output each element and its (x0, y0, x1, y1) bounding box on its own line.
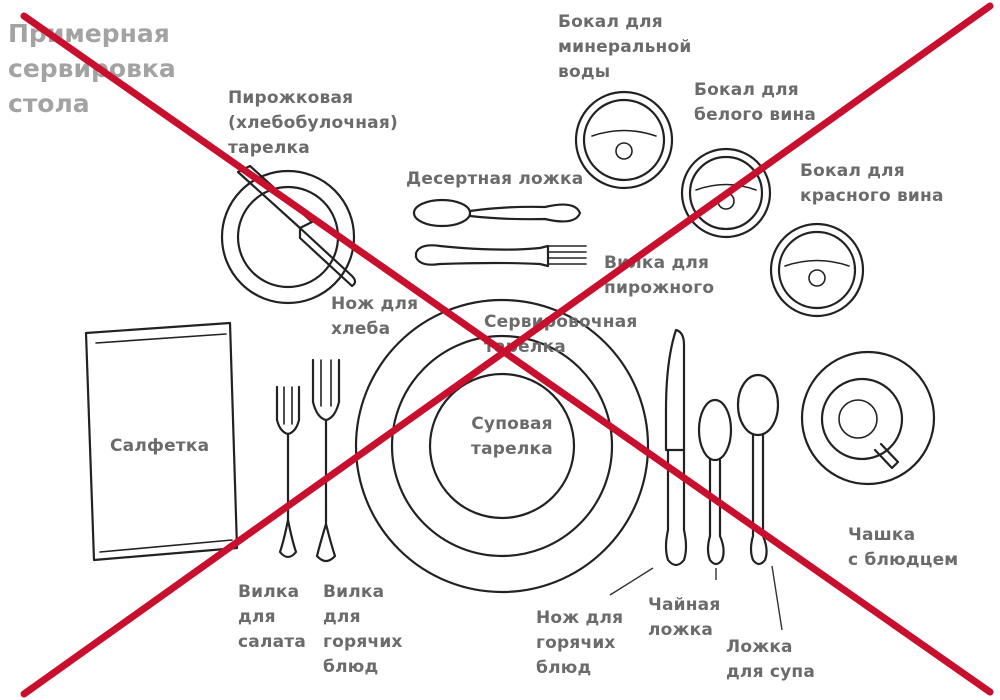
leader-lines (609, 565, 783, 631)
main-course-knife (664, 328, 688, 567)
main-course-fork (311, 358, 341, 563)
label-dessert-spoon: Десертная ложка (406, 169, 584, 189)
label-napkin: Салфетка (110, 436, 210, 456)
label-mineral-water-glass: Бокал для минеральной воды (558, 12, 692, 82)
napkin (84, 321, 239, 562)
red-wine-glass (769, 222, 865, 318)
label-salad-fork: Вилка для салата (238, 582, 306, 652)
label-cake-fork: Вилка для пирожного (604, 253, 715, 298)
label-tea-spoon: Чайная ложка (648, 595, 721, 640)
cake-fork (414, 244, 587, 268)
cup-with-saucer (800, 350, 936, 486)
label-bread-plate: Пирожковая (хлебобулочная) тарелка (228, 88, 398, 158)
label-main-course-fork: Вилка для горячих блюд (323, 582, 403, 677)
tea-spoon (697, 398, 733, 566)
label-soup-spoon: Ложка для супа (726, 637, 815, 682)
label-bread-knife: Нож для хлеба (331, 294, 419, 339)
label-white-wine-glass: Бокал для белого вина (694, 80, 817, 125)
soup-spoon (736, 373, 780, 566)
dessert-spoon (412, 198, 582, 228)
label-red-wine-glass: Бокал для красного вина (800, 161, 944, 206)
diagram-title: Примерная сервировка стола (8, 19, 176, 118)
label-soup-plate: Суповая тарелка (471, 414, 553, 459)
mineral-water-glass (574, 90, 674, 190)
salad-fork (275, 385, 301, 559)
label-main-course-knife: Нож для горячих блюд (536, 608, 624, 678)
service-plate (354, 298, 650, 594)
soup-plate (428, 372, 576, 520)
label-cup-with-saucer: Чашка с блюдцем (848, 525, 959, 570)
cross-stroke-2 (20, 2, 994, 698)
